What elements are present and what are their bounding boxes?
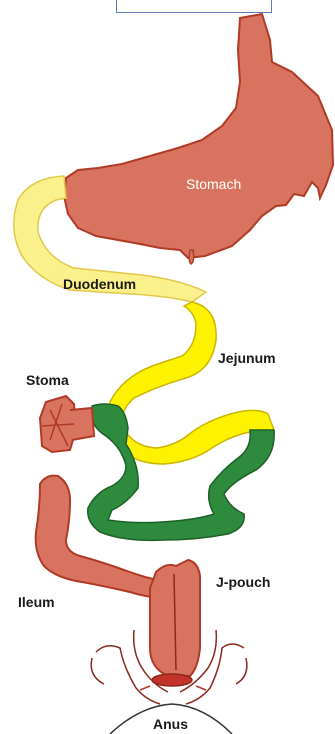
stoma-shape xyxy=(40,396,94,452)
anus-label: Anus xyxy=(153,716,188,732)
j-pouch-label: J-pouch xyxy=(216,574,270,590)
stoma-label: Stoma xyxy=(26,372,69,388)
duodenum-label: Duodenum xyxy=(63,276,136,292)
stomach-drip xyxy=(189,250,193,264)
stomach-label: Stomach xyxy=(186,176,241,192)
ileum-label: Ileum xyxy=(18,594,55,610)
jejunum-label: Jejunum xyxy=(218,350,276,366)
stomach-shape xyxy=(64,14,333,258)
anal-opening xyxy=(152,674,192,686)
